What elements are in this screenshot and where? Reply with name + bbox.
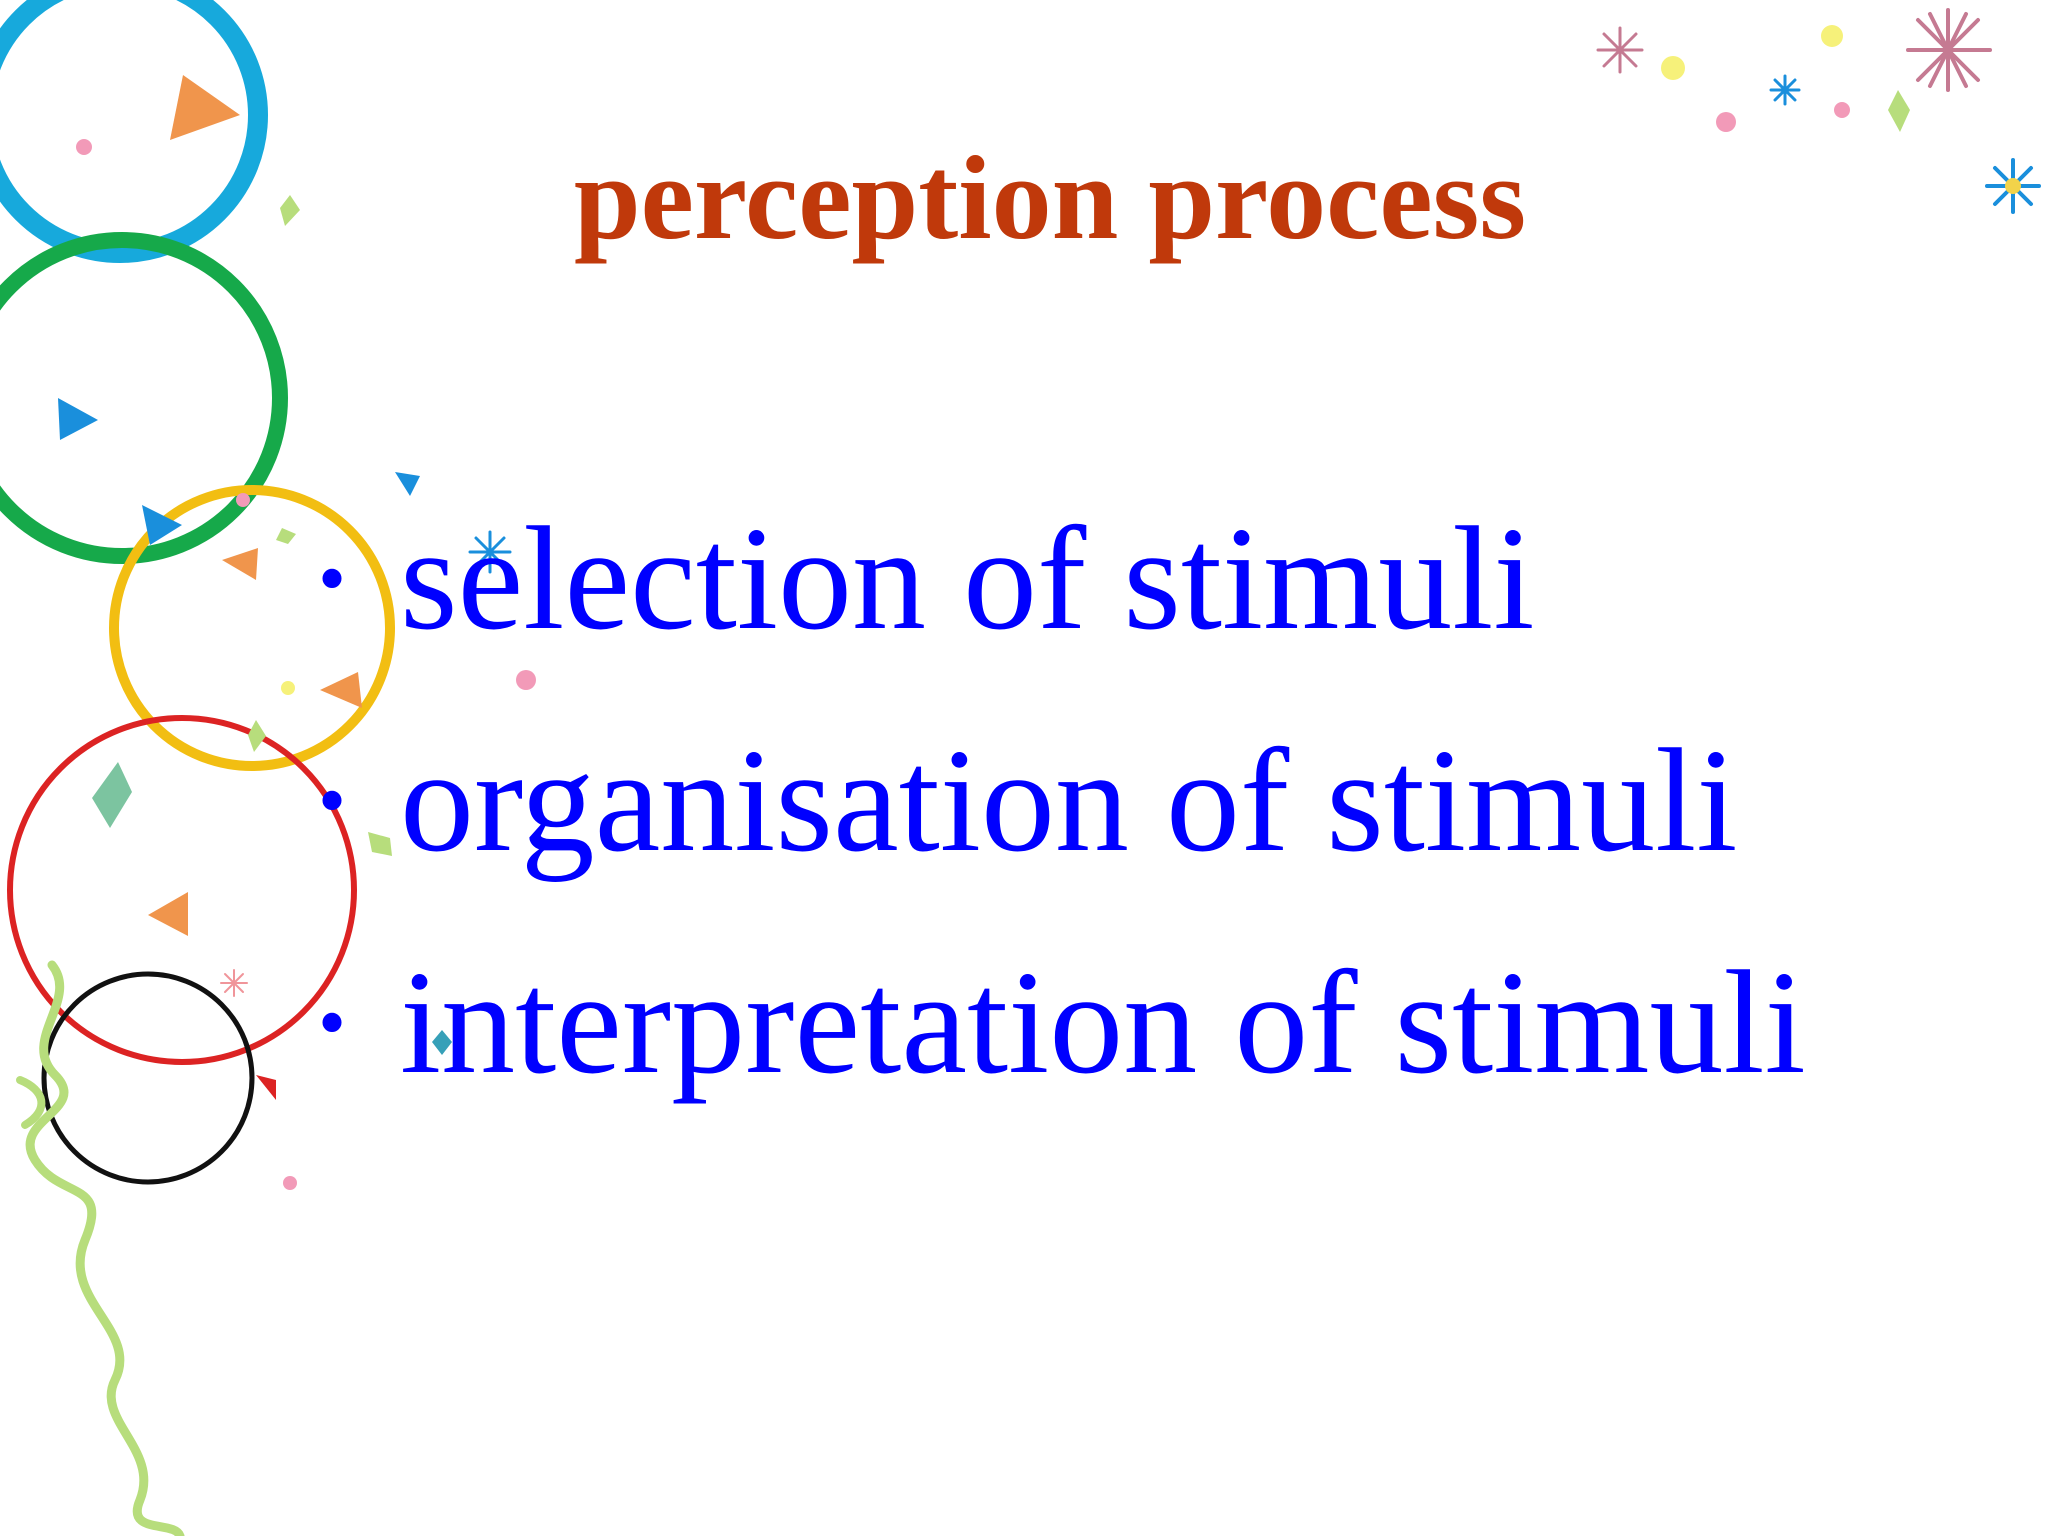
blue-triangle — [395, 472, 420, 496]
bullet-text: selection of stimuli — [400, 497, 1535, 661]
bullet-item-organisation: • organisation of stimuli — [318, 690, 1806, 912]
bullet-item-interpretation: • interpretation of stimuli — [318, 912, 1806, 1134]
blue-triangle — [142, 505, 182, 545]
orange-triangle — [148, 892, 188, 936]
pink-dot — [76, 139, 92, 155]
mauve-star — [1906, 8, 1992, 92]
pink-dot — [283, 1176, 297, 1190]
pink-dot — [236, 493, 250, 507]
black-ring — [41, 971, 255, 1185]
streamer — [25, 960, 185, 1536]
green-diamond — [276, 528, 296, 544]
bullet-marker: • — [318, 535, 347, 623]
bullet-item-selection: • selection of stimuli — [318, 468, 1806, 690]
yellow-dot — [1821, 25, 1843, 47]
mauve-star — [1596, 26, 1644, 74]
green-diamond — [280, 195, 300, 226]
bullet-text: organisation of stimuli — [400, 719, 1738, 883]
green-diamond — [92, 762, 132, 828]
blue-triangle — [58, 398, 98, 440]
yellow-dot — [281, 681, 295, 695]
red-ring — [7, 715, 357, 1065]
green-diamond — [1888, 90, 1910, 132]
yellow-ring — [109, 485, 395, 771]
red-triangle — [256, 1075, 276, 1100]
blue-sparkle — [1769, 74, 1801, 106]
slide-title: perception process — [573, 131, 1527, 264]
pink-sparkle — [220, 969, 248, 997]
pink-dot — [1716, 112, 1736, 132]
orange-triangle — [170, 75, 240, 140]
cyan-ring — [0, 0, 268, 263]
pink-dot — [516, 670, 536, 690]
green-ring — [0, 232, 288, 564]
orange-triangle — [222, 548, 258, 580]
green-diamond — [248, 720, 266, 752]
bullet-list: • selection of stimuli • organisation of… — [318, 468, 1806, 1134]
pink-dot — [1834, 102, 1850, 118]
blue-sparkle — [468, 530, 512, 574]
teal-diamond — [432, 1030, 452, 1055]
orange-triangle — [320, 672, 362, 708]
yellow-dot — [1661, 56, 1685, 80]
bullet-marker: • — [318, 979, 347, 1067]
bullet-marker: • — [318, 757, 347, 845]
bullet-text: interpretation of stimuli — [400, 941, 1806, 1105]
green-diamond — [368, 832, 392, 856]
